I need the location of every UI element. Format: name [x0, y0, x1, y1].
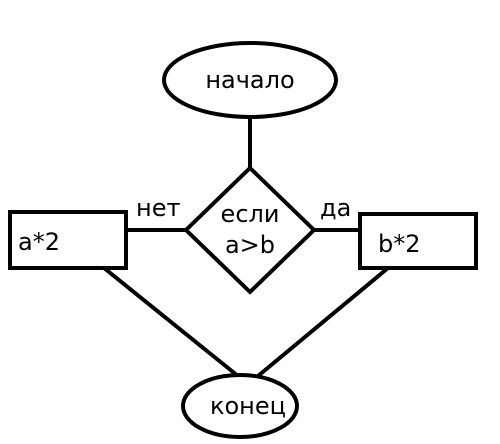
start-terminal	[162, 41, 338, 119]
no-branch-label: нет	[136, 194, 180, 222]
yes-branch-label: да	[320, 194, 351, 222]
yes-process-box	[358, 212, 478, 270]
end-terminal	[181, 373, 299, 439]
yes-process-label: b*2	[378, 230, 421, 258]
no-process-box	[8, 210, 128, 270]
end-label: конец	[210, 392, 286, 420]
connector-yes-process-to-end	[256, 266, 390, 378]
decision-diamond	[183, 165, 317, 295]
connector-no-process-to-end	[102, 266, 240, 378]
no-process-label: a*2	[18, 228, 60, 256]
decision-label-line2: a>b	[225, 231, 275, 259]
start-label: начало	[205, 66, 294, 94]
decision-label-line1: если	[221, 200, 280, 228]
